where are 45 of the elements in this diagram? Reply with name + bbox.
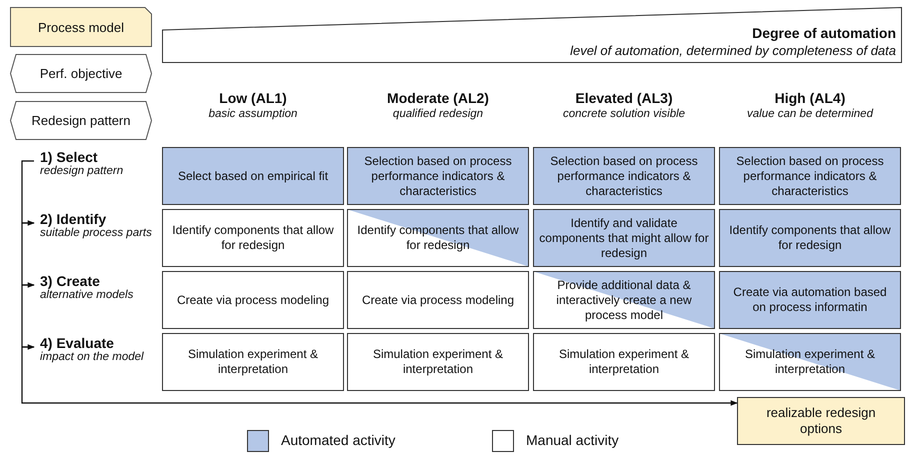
- activity-cell: Create via process modeling: [347, 271, 529, 329]
- column-description: qualified redesign: [392, 108, 484, 120]
- activity-cell: Identify components that allow for redesign: [162, 209, 344, 267]
- activity-cell: Selection based on process performance indicators & characteristics: [347, 147, 529, 205]
- column-heading: High (AL4): [774, 90, 846, 106]
- column-description: concrete solution visible: [562, 108, 686, 120]
- column-heading: Low (AL1): [218, 90, 288, 106]
- arrow: [21, 346, 738, 406]
- step-description: impact on the model: [40, 351, 144, 364]
- output-box: realizable redesign options: [737, 397, 905, 445]
- activity-cell: Identify components that allow for redesign: [347, 209, 529, 267]
- activity-cell: Simulation experiment & interpretation: [533, 333, 715, 391]
- step-description: alternative models: [40, 289, 134, 302]
- step-title: 4) Evaluate: [40, 335, 114, 351]
- hexagon-box: Redesign pattern: [10, 101, 152, 140]
- activity-cell: Create via automation based on process informatin: [719, 271, 901, 329]
- activity-cell: Selection based on process performance indicators & characteristics: [719, 147, 901, 205]
- legend-label: Automated activity: [281, 432, 396, 448]
- step-title: 2) Identify: [40, 211, 106, 227]
- activity-cell: Simulation experiment & interpretation: [719, 333, 901, 391]
- arrow: [21, 222, 35, 288]
- activity-cell: Select based on empirical fit: [162, 147, 344, 205]
- document-box: Process model: [10, 7, 152, 47]
- activity-cell: Simulation experiment & interpretation: [162, 333, 344, 391]
- arrow: [21, 160, 35, 226]
- activity-cell: Identify components that allow for redesign: [719, 209, 901, 267]
- column-description: basic assumption: [208, 108, 298, 120]
- activity-cell: Simulation experiment & interpretation: [347, 333, 529, 391]
- activity-cell: Selection based on process performance indicators & characteristics: [533, 147, 715, 205]
- scale-description: level of automation, determined by completeness of data: [570, 42, 896, 59]
- step-title: 1) Select: [40, 149, 98, 165]
- column-heading: Moderate (AL2): [386, 90, 490, 106]
- automation-wedge: [162, 7, 902, 63]
- hexagon-box: Perf. objective: [10, 54, 152, 93]
- arrow: [21, 284, 35, 350]
- step-title: 3) Create: [40, 273, 100, 289]
- legend-label: Manual activity: [526, 432, 619, 448]
- scale-title: Degree of automation: [752, 25, 896, 42]
- column-description: value can be determined: [746, 108, 874, 120]
- activity-cell: Identify and validate components that might allow for redesign: [533, 209, 715, 267]
- step-description: suitable process parts: [40, 227, 152, 240]
- activity-cell: Provide additional data & interactively create a new process model: [533, 271, 715, 329]
- column-heading: Elevated (AL3): [574, 90, 674, 106]
- step-description: redesign pattern: [40, 165, 124, 178]
- activity-cell: Create via process modeling: [162, 271, 344, 329]
